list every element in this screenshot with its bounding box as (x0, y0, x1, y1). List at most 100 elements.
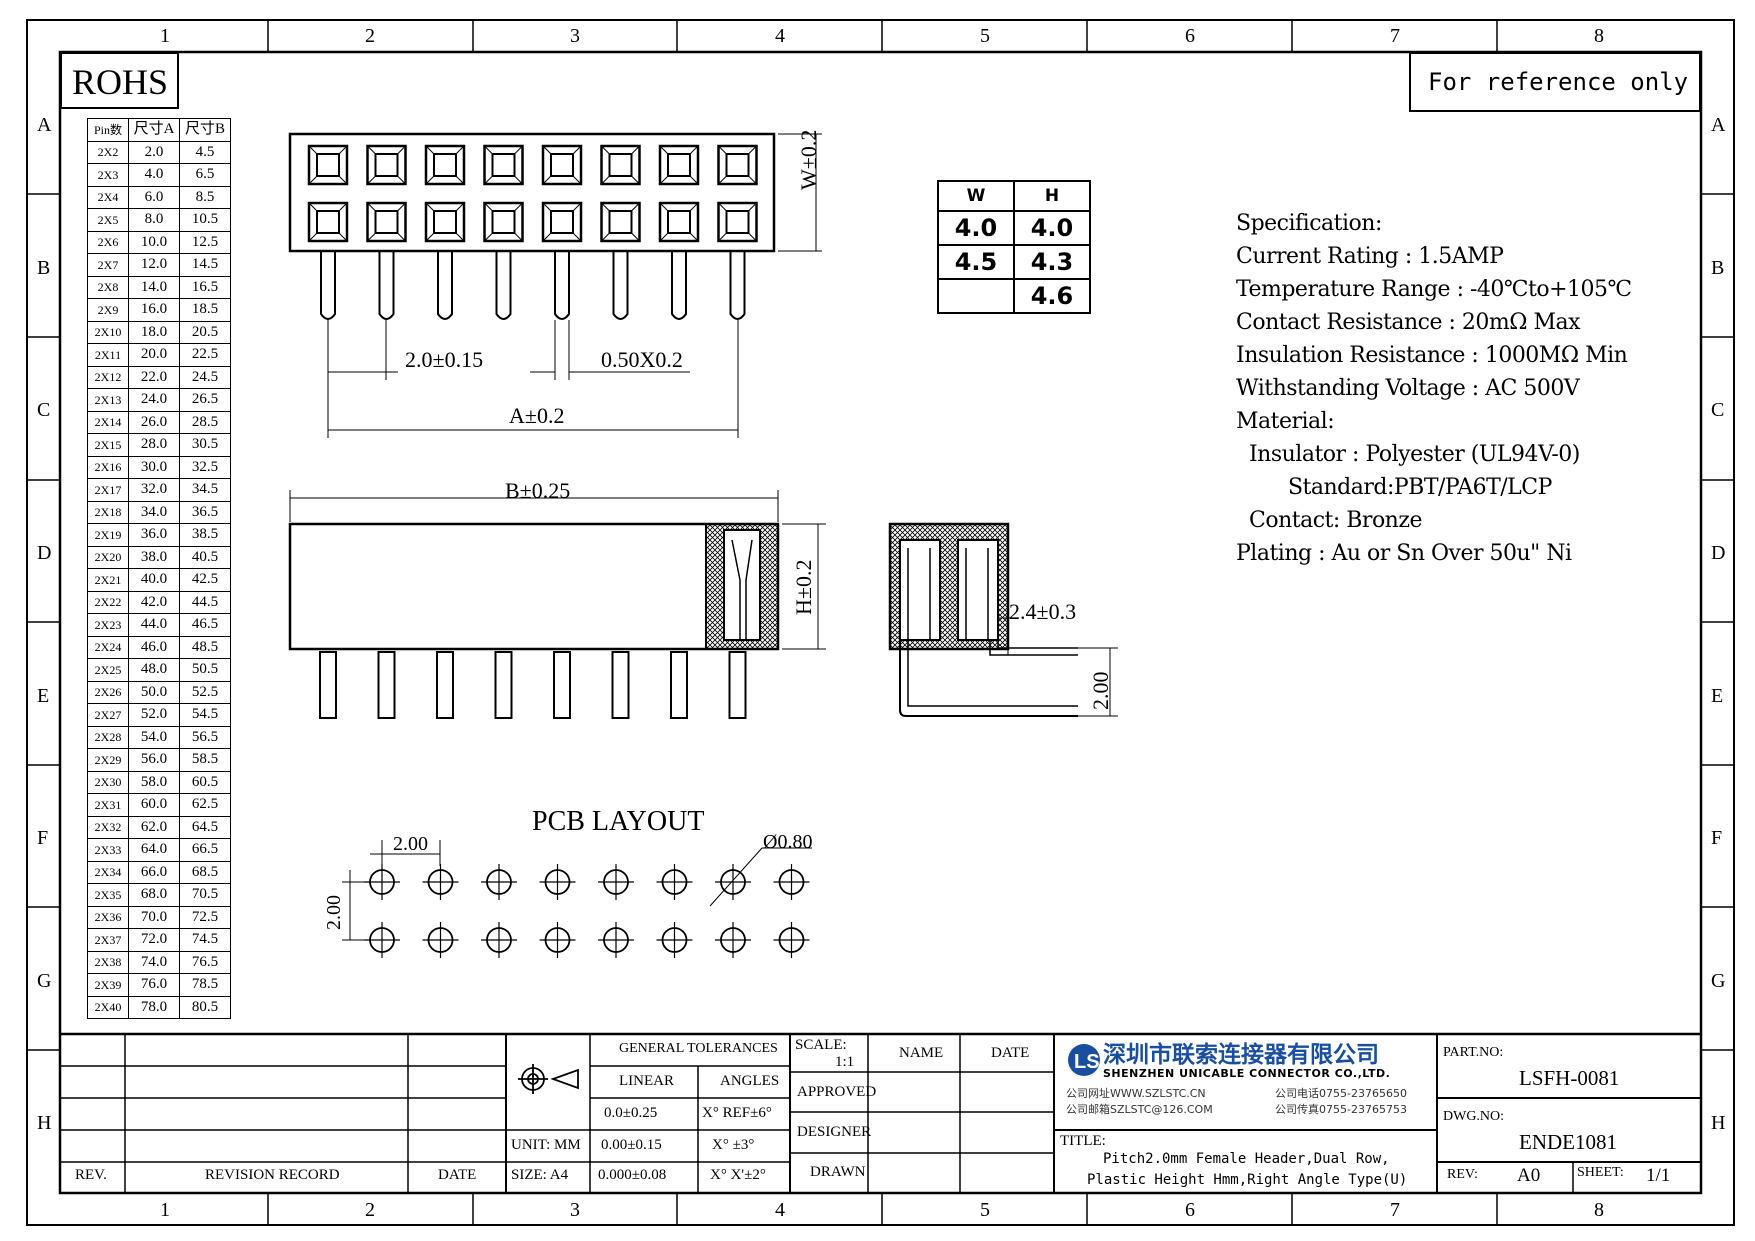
size-label: SIZE: A4 (511, 1167, 569, 1183)
projection-symbol-icon (518, 1064, 579, 1094)
sheet-value: 1/1 (1646, 1165, 1671, 1186)
dimension-table-cell: 54.5 (179, 703, 231, 727)
dimension-table-cell: 36.5 (179, 500, 231, 524)
hole-diameter-label: Ø0.80 (763, 831, 813, 853)
rev-value: A0 (1517, 1165, 1541, 1186)
dimension-table-cell: 10.0 (128, 230, 180, 254)
scale-label: SCALE: (795, 1037, 847, 1053)
wh-cell (937, 278, 1015, 314)
pin-tail (495, 251, 512, 320)
wh-cell: 4.0 (1013, 210, 1091, 246)
zone-col-2-bottom: 2 (365, 1199, 375, 1221)
contact-cavity-inner (433, 153, 457, 177)
title-label: TITLE: (1060, 1133, 1106, 1149)
contact-cavity (541, 144, 583, 186)
spec-line: Standard:PBT/PA6T/LCP (1236, 475, 1552, 500)
dimension-table-cell: 6.0 (128, 185, 180, 209)
pin-width-label: 0.50X0.2 (601, 347, 683, 372)
pin-upper (989, 640, 1078, 656)
zone-row-b-right: B (1711, 257, 1725, 279)
wh-cell: 4.3 (1013, 244, 1091, 280)
zone-col-7-bottom: 7 (1390, 1199, 1400, 1221)
dimension-table-cell: 30.0 (128, 455, 180, 479)
pin-side (319, 651, 337, 719)
pcb-pitch-x-label: 2.00 (393, 833, 428, 855)
spec-line: Contact: Bronze (1236, 508, 1422, 533)
company-website: 公司网址WWW.SZLSTC.CN (1066, 1087, 1206, 1100)
contact-cavity-inner (608, 210, 633, 234)
dimension-table-cell: 48.0 (128, 658, 180, 682)
pin-bend-outer (899, 640, 1078, 717)
unit-label: UNIT: MM (511, 1137, 581, 1153)
b-dimension-label: B±0.25 (505, 478, 571, 503)
rohs-box: ROHS (60, 52, 179, 109)
pin-tail (671, 251, 687, 320)
zone-row-c-right: C (1711, 399, 1725, 421)
zone-col-3-bottom: 3 (570, 1199, 580, 1221)
contact-cavity-inner (550, 210, 574, 234)
zone-row-e: E (37, 685, 50, 707)
dimension-table-cell: 58.0 (128, 770, 180, 794)
contact-cavity-inner (433, 210, 457, 234)
pin-tail (437, 251, 453, 320)
zone-col-7: 7 (1390, 25, 1400, 47)
scale-value: 1:1 (835, 1054, 855, 1070)
contact-cavity (366, 144, 407, 186)
pin-side (553, 651, 571, 719)
contact-cavity-inner (491, 210, 516, 234)
contact-cavity-inner (374, 153, 399, 177)
wh-header-w: W (937, 180, 1015, 212)
rev-value-label: REV: (1447, 1167, 1478, 1182)
zone-col-8: 8 (1594, 25, 1604, 47)
zone-col-5: 5 (980, 25, 990, 47)
company-name-en: SHENZHEN UNICABLE CONNECTOR CO.,LTD. (1103, 1067, 1391, 1080)
pin-tail (729, 251, 746, 320)
date-label: DATE (438, 1167, 477, 1183)
dimension-table-cell: 36.0 (128, 523, 180, 547)
contact-cavity (658, 201, 700, 243)
reference-note: For reference only (1428, 68, 1689, 96)
revision-record-label: REVISION RECORD (205, 1167, 340, 1183)
dimension-table-cell: 56.5 (179, 725, 231, 749)
designer-label: DESIGNER (797, 1124, 872, 1140)
reference-note-box: For reference only (1409, 52, 1701, 112)
zone-col-3: 3 (570, 25, 580, 47)
dimension-table-cell: 22.5 (179, 343, 231, 367)
a-dimension-label: A±0.2 (509, 403, 565, 428)
zone-row-f-right: F (1711, 827, 1723, 849)
angles-label: ANGLES (720, 1073, 780, 1089)
pin-side (728, 651, 747, 719)
zone-row-f: F (37, 827, 49, 849)
dimension-table-cell: 12.5 (179, 230, 231, 254)
zone-row-g-right: G (1711, 970, 1726, 992)
spec-line: Insulation Resistance : 1000MΩ Min (1236, 343, 1628, 368)
dimension-table-cell: 56.0 (128, 748, 180, 772)
dimension-table-cell: 62.0 (128, 815, 180, 839)
zone-row-e-right: E (1711, 685, 1724, 707)
zone-row-c: C (37, 399, 51, 421)
contact-cavity (600, 144, 641, 186)
dwg-no-label: DWG.NO: (1443, 1109, 1505, 1124)
zone-col-4-bottom: 4 (775, 1199, 785, 1221)
linear-label: LINEAR (619, 1073, 674, 1089)
dimension-table-cell: 74.0 (128, 950, 180, 974)
pin-side (611, 651, 630, 719)
contact-cavity-inner (725, 210, 750, 234)
dimension-table-cell: 34.5 (179, 478, 231, 502)
pin-tail (612, 251, 629, 320)
pin-side (670, 651, 688, 719)
